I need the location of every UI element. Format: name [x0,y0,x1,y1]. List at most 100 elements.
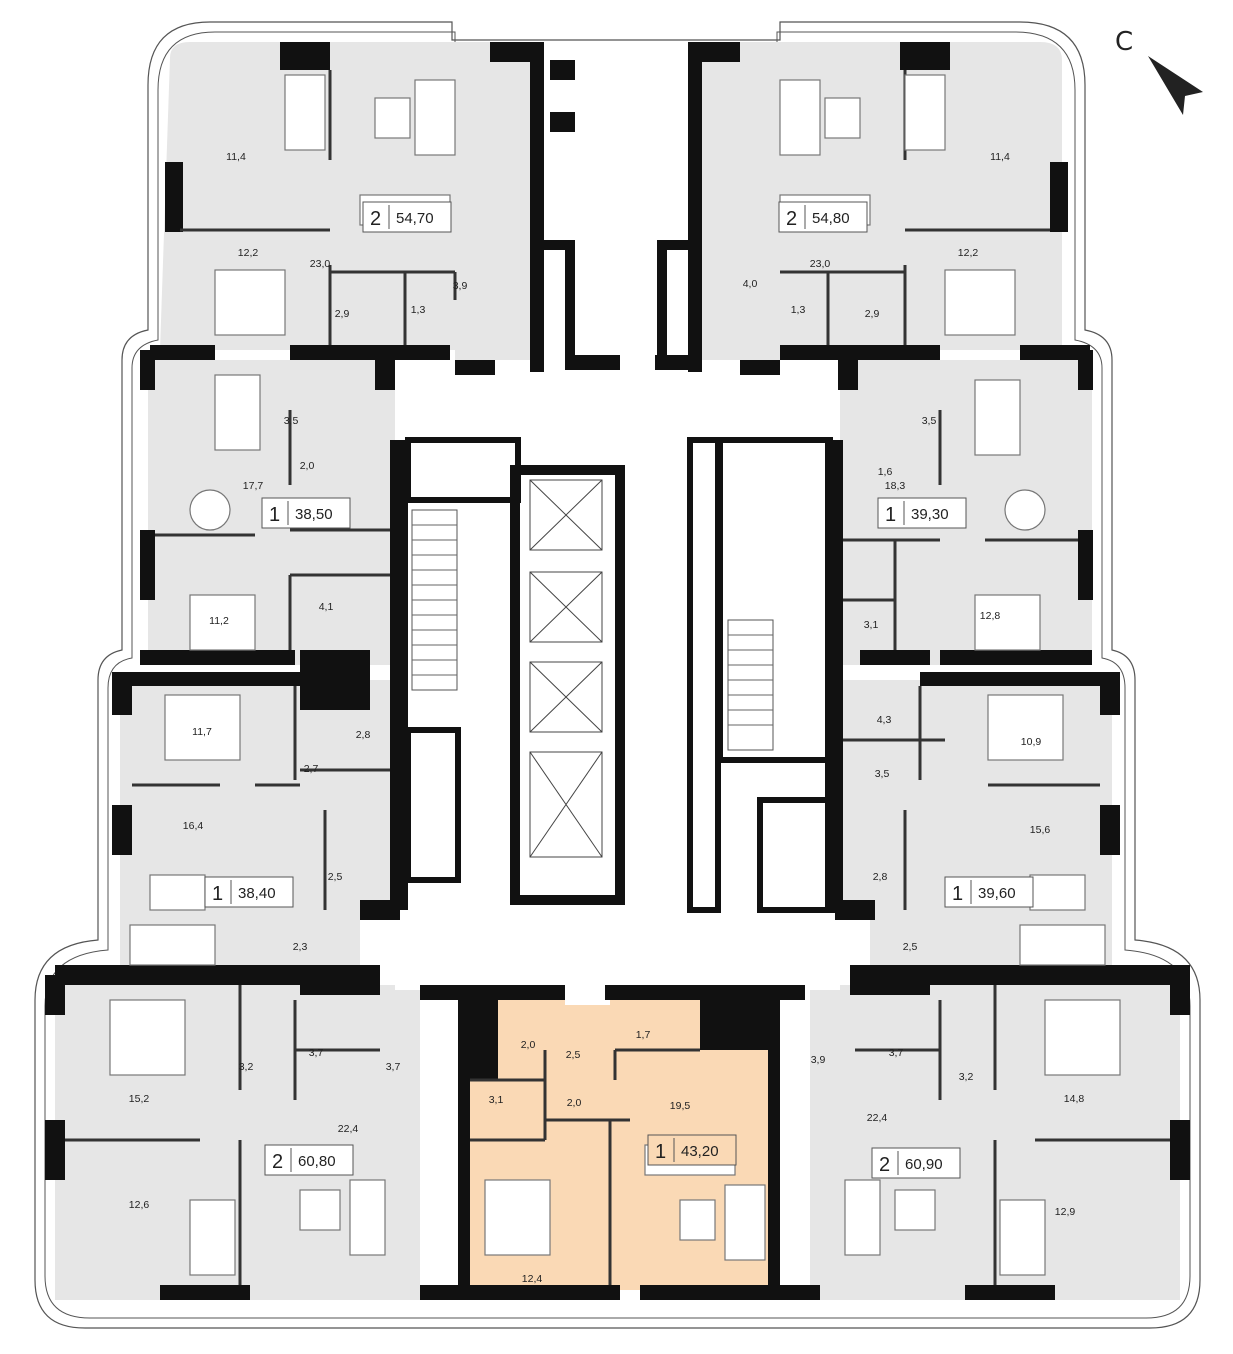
room-area-label: 1,3 [411,304,426,316]
room-area-label: 11,2 [209,615,229,627]
room-area-label: 2,3 [293,941,308,953]
room-area-label: 3,7 [309,1047,324,1059]
furniture [109,74,1121,1276]
room-area-label: 3,5 [284,415,299,427]
room-area-label: 12,2 [238,247,259,259]
apartment-room-count: 2 [370,208,381,230]
room-area-label: 22,4 [867,1112,888,1124]
apartment-room-count: 1 [212,883,223,905]
room-area-label: 16,4 [183,820,204,832]
room-area-label: 12,4 [522,1273,543,1285]
apartment-area: 38,50 [295,506,333,523]
apartment-area: 39,60 [978,885,1016,902]
room-area-label: 19,5 [670,1100,691,1112]
apartment-tag-box [778,201,868,233]
room-area-label: 15,6 [1030,824,1051,836]
apartment-area: 54,80 [812,210,850,227]
stair-left [411,509,458,691]
room-area-label: 3,1 [864,619,879,631]
walls [45,42,1190,1300]
apartment-room-count: 1 [952,883,963,905]
apartment-area: 60,80 [298,1153,336,1170]
room-area-label: 3,2 [239,1061,254,1073]
apartment-room-count: 1 [269,504,280,526]
room-area-label: 2,8 [873,871,888,883]
building-outline [34,21,1201,1329]
apartment-room-count: 2 [272,1151,283,1173]
room-area-label: 1,6 [878,466,893,478]
room-area-label: 11,4 [226,151,246,163]
room-area-label: 1,7 [636,1029,651,1041]
apartment-area: 39,30 [911,506,949,523]
room-area-label: 2,5 [903,941,918,953]
room-area-label: 17,7 [243,480,264,492]
apartment-tag-box [647,1134,737,1166]
room-area-label: 2,0 [567,1097,582,1109]
north-arrow-icon [1148,56,1203,115]
room-area-label: 12,2 [958,247,979,259]
room-area-label: 10,9 [1021,736,1042,748]
building-outline-inner [44,31,1191,1319]
room-area-label: 3,2 [959,1071,974,1083]
apartment-tag-box [204,876,294,908]
room-area-label: 23,0 [310,258,331,270]
apartment-room-count: 2 [786,208,797,230]
room-area-label: 2,5 [328,871,343,883]
room-area-label: 3,7 [889,1047,904,1059]
apartment-tag-box [944,876,1034,908]
room-area-label: 11,4 [990,151,1010,163]
room-area-label: 2,5 [566,1049,581,1061]
room-area-label: 3,9 [811,1054,826,1066]
room-area-label: 15,2 [129,1093,150,1105]
compass-letter: С [1115,27,1133,57]
apartment-room-count: 1 [885,504,896,526]
apartment-area: 43,20 [681,1143,719,1160]
apartment-tag-box [871,1147,961,1179]
room-area-label: 22,4 [338,1123,359,1135]
room-area-label: 4,3 [877,714,892,726]
room-area-label: 23,0 [810,258,831,270]
apartment-tag-box [877,497,967,529]
apartment-room-count: 1 [655,1141,666,1163]
apartment-tag-box [261,497,351,529]
apartment-tag-box [264,1144,354,1176]
room-area-label: 3,7 [386,1061,401,1073]
room-area-label: 12,6 [129,1199,150,1211]
apartment-area: 60,90 [905,1156,943,1173]
apartment-room-count: 2 [879,1154,890,1176]
building-core [405,437,838,913]
apartment-area: 38,40 [238,885,276,902]
room-area-label: 2,8 [356,729,371,741]
room-area-label: 2,0 [521,1039,536,1051]
room-area-label: 11,7 [192,726,212,738]
room-area-label: 3,5 [875,768,890,780]
apartment-tag-box [362,201,452,233]
room-area-label: 4,1 [319,601,334,613]
room-area-label: 2,7 [304,763,319,775]
room-area-label: 1,3 [791,304,806,316]
room-area-label: 3,1 [489,1094,504,1106]
apartment-area: 54,70 [396,210,434,227]
room-area-label: 2,9 [335,308,350,320]
room-area-label: 2,0 [300,460,315,472]
room-area-label: 12,9 [1055,1206,1076,1218]
stair-right [727,619,774,751]
room-area-label: 3,5 [922,415,937,427]
room-area-label: 3,9 [453,280,468,292]
room-area-label: 18,3 [885,480,906,492]
room-area-label: 12,8 [980,610,1001,622]
room-area-label: 2,9 [865,308,880,320]
room-area-label: 14,8 [1064,1093,1085,1105]
